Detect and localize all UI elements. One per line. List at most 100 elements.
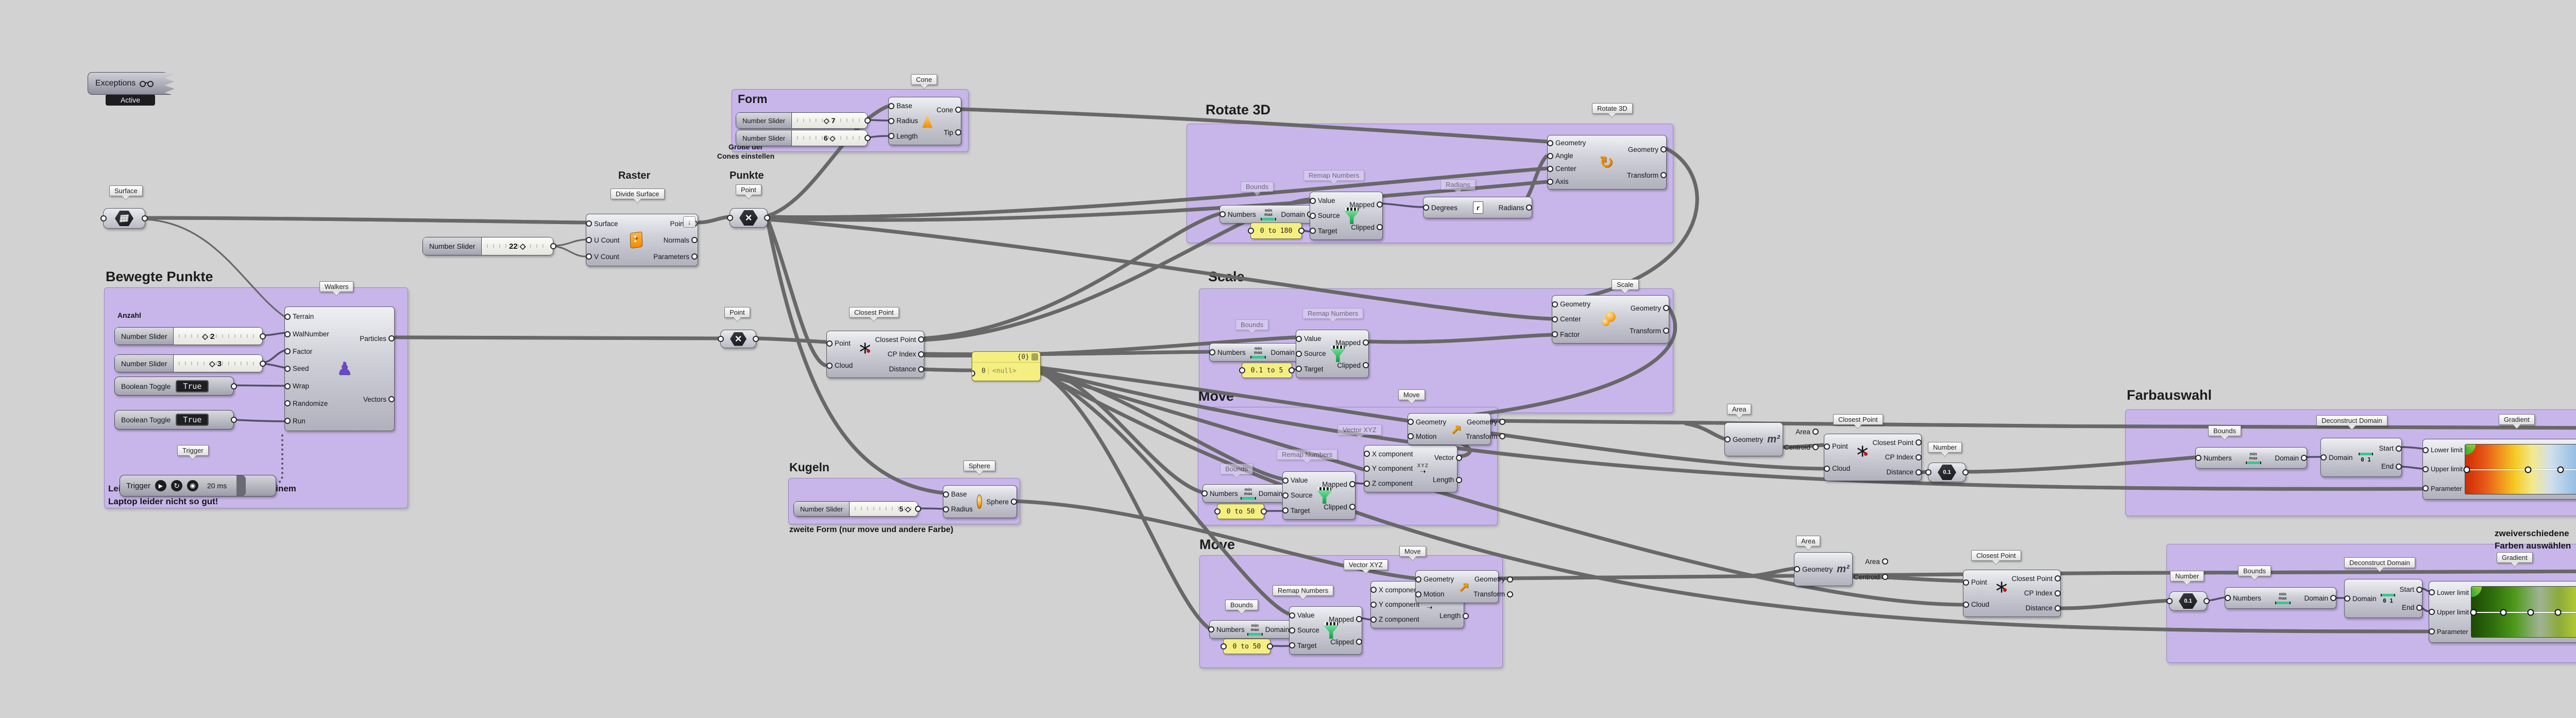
move-node-1[interactable]: Geometry Motion Geometry Transform [1408,413,1497,445]
divide-surface-node[interactable]: Surface U Count V Count Points Normals P… [586,214,698,266]
gradient-grip[interactable] [2527,609,2534,616]
gradient-grip[interactable] [2463,466,2470,473]
port-x[interactable]: X component [1372,450,1413,458]
port-length[interactable]: Length [896,132,918,140]
port-target[interactable]: Target [1318,227,1337,235]
port-cp-index[interactable]: CP Index [887,350,916,358]
port-value[interactable]: Value [1297,611,1315,620]
remap-node-4[interactable]: Value Source Target Mapped Clipped [1289,606,1362,655]
port-cloud[interactable]: Cloud [1832,465,1851,472]
port-source[interactable]: Source [1304,350,1326,358]
port-geometry-out[interactable]: Geometry [1628,145,1658,153]
port-motion[interactable]: Motion [1416,432,1437,440]
port-cloud[interactable]: Cloud [835,362,853,369]
port-closest-point[interactable]: Closest Point [2011,574,2053,583]
vector-xyz-node-1[interactable]: X component Y component Z component XYZ … [1364,445,1458,492]
radians-node[interactable]: Degrees r Radians [1423,197,1532,218]
port-geometry[interactable]: Geometry [1802,565,1833,573]
port-start[interactable]: Start [2379,445,2394,452]
port-radians[interactable]: Radians [1498,203,1524,212]
port-area[interactable]: Area [1865,557,1880,566]
deconstruct-domain-node-2[interactable]: Domain 0 1 Start End [2344,579,2422,618]
gradient-grip[interactable] [2470,609,2477,616]
port-radius[interactable]: Radius [951,505,973,513]
move-node-2[interactable]: Geometry Motion Geometry Transform [1415,570,1505,603]
number-slider-cone-length[interactable]: Number Slider 6 ◇ [736,130,868,146]
scale-node[interactable]: Geometry Center Factor Geometry Transfor… [1552,295,1669,344]
port-geometry-out[interactable]: Geometry [1630,304,1661,312]
port-mapped[interactable]: Mapped [1349,200,1375,209]
port-seed[interactable]: Seed [293,365,309,373]
toggle-value[interactable]: True [176,380,209,392]
port-end[interactable]: End [2381,463,2394,470]
gradient-node-cones[interactable]: Lower limit Upper limit Parameter [2422,439,2576,500]
port-clipped[interactable]: Clipped [1324,503,1347,511]
port-base[interactable]: Base [896,102,912,110]
slider-track[interactable]: 6 ◇ [792,130,867,146]
sphere-node[interactable]: Base Radius Sphere [943,485,1017,518]
port-domain[interactable]: Domain [1265,625,1290,634]
port-transform[interactable]: Transform [1473,590,1505,598]
port-geometry-out[interactable]: Geometry [1474,575,1505,583]
port-centroid[interactable]: Centroid [1784,443,1810,451]
point-param-node-b[interactable] [720,330,756,348]
port-center[interactable]: Center [1555,165,1577,173]
port-value[interactable]: Value [1291,476,1308,485]
port-target[interactable]: Target [1297,641,1317,649]
area-node-1[interactable]: Geometry m² Area Centroid [1724,422,1810,456]
port-y[interactable]: Y component [1379,601,1420,609]
port-clipped[interactable]: Clipped [1351,223,1375,231]
slider-track[interactable]: ◇ 2 [174,328,262,345]
domain-panel-move-1[interactable]: 0 to 50 [1217,504,1264,519]
gradient-grip[interactable] [2557,466,2564,473]
gradient-swatch-cones[interactable] [2463,444,2576,494]
boolean-toggle-2[interactable]: Boolean Toggle True [114,410,234,430]
port-center[interactable]: Center [1560,315,1581,323]
port-source[interactable]: Source [1291,491,1313,500]
port-mapped[interactable]: Mapped [1322,480,1347,488]
data-panel[interactable]: {0} 0 <null> [972,351,1041,381]
port-geometry[interactable]: Geometry [1555,139,1586,147]
boolean-toggle-1[interactable]: Boolean Toggle True [114,377,234,396]
port-axis[interactable]: Axis [1555,178,1569,185]
port-geometry[interactable]: Geometry [1423,575,1454,583]
port-transform[interactable]: Transform [1629,327,1661,335]
port-upper-limit[interactable]: Upper limit [2437,608,2469,616]
slider-value[interactable]: ◇ 7 [823,116,836,125]
port-mapped[interactable]: Mapped [1335,338,1361,347]
port-geometry[interactable]: Geometry [1560,300,1591,309]
port-distance[interactable]: Distance [889,365,916,373]
port-domain[interactable]: Domain [1258,489,1283,498]
port-tip[interactable]: Tip [943,128,953,136]
port-geometry[interactable]: Geometry [1416,418,1447,426]
port-geometry-out[interactable]: Geometry [1466,418,1498,426]
port-wrap[interactable]: Wrap [293,382,310,390]
port-sphere[interactable]: Sphere [986,498,1009,506]
port-point[interactable]: Point [835,339,851,347]
gradient-node-kugeln[interactable]: Lower limit Upper limit Parameter [2429,581,2576,643]
port-target[interactable]: Target [1291,506,1310,515]
port-cloud[interactable]: Cloud [1971,601,1990,608]
port-ucount[interactable]: U Count [594,236,620,244]
port-point[interactable]: Point [1971,578,1987,586]
port-numbers[interactable]: Numbers [1216,625,1245,634]
port-vector[interactable]: Vector [1434,454,1454,461]
port-motion[interactable]: Motion [1423,590,1445,598]
deconstruct-domain-node-1[interactable]: Domain 0 1 Start End [2320,438,2402,477]
number-param-node-2[interactable]: 0.1 [2169,591,2207,611]
domain-panel-move-2[interactable]: 0 to 50 [1223,639,1270,654]
download-arrow-button[interactable] [683,216,696,228]
port-lower-limit[interactable]: Lower limit [2431,446,2463,454]
port-distance[interactable]: Distance [1886,468,1913,476]
port-point[interactable]: Point [1832,442,1848,450]
port-length[interactable]: Length [1433,476,1454,484]
port-end[interactable]: End [2401,604,2414,611]
port-terrain[interactable]: Terrain [293,313,314,321]
point-param-node-a[interactable] [730,208,768,228]
port-area[interactable]: Area [1795,428,1810,436]
port-target[interactable]: Target [1304,365,1324,373]
number-slider-anzahl-2[interactable]: Number Slider ◇ 3 [114,354,263,372]
